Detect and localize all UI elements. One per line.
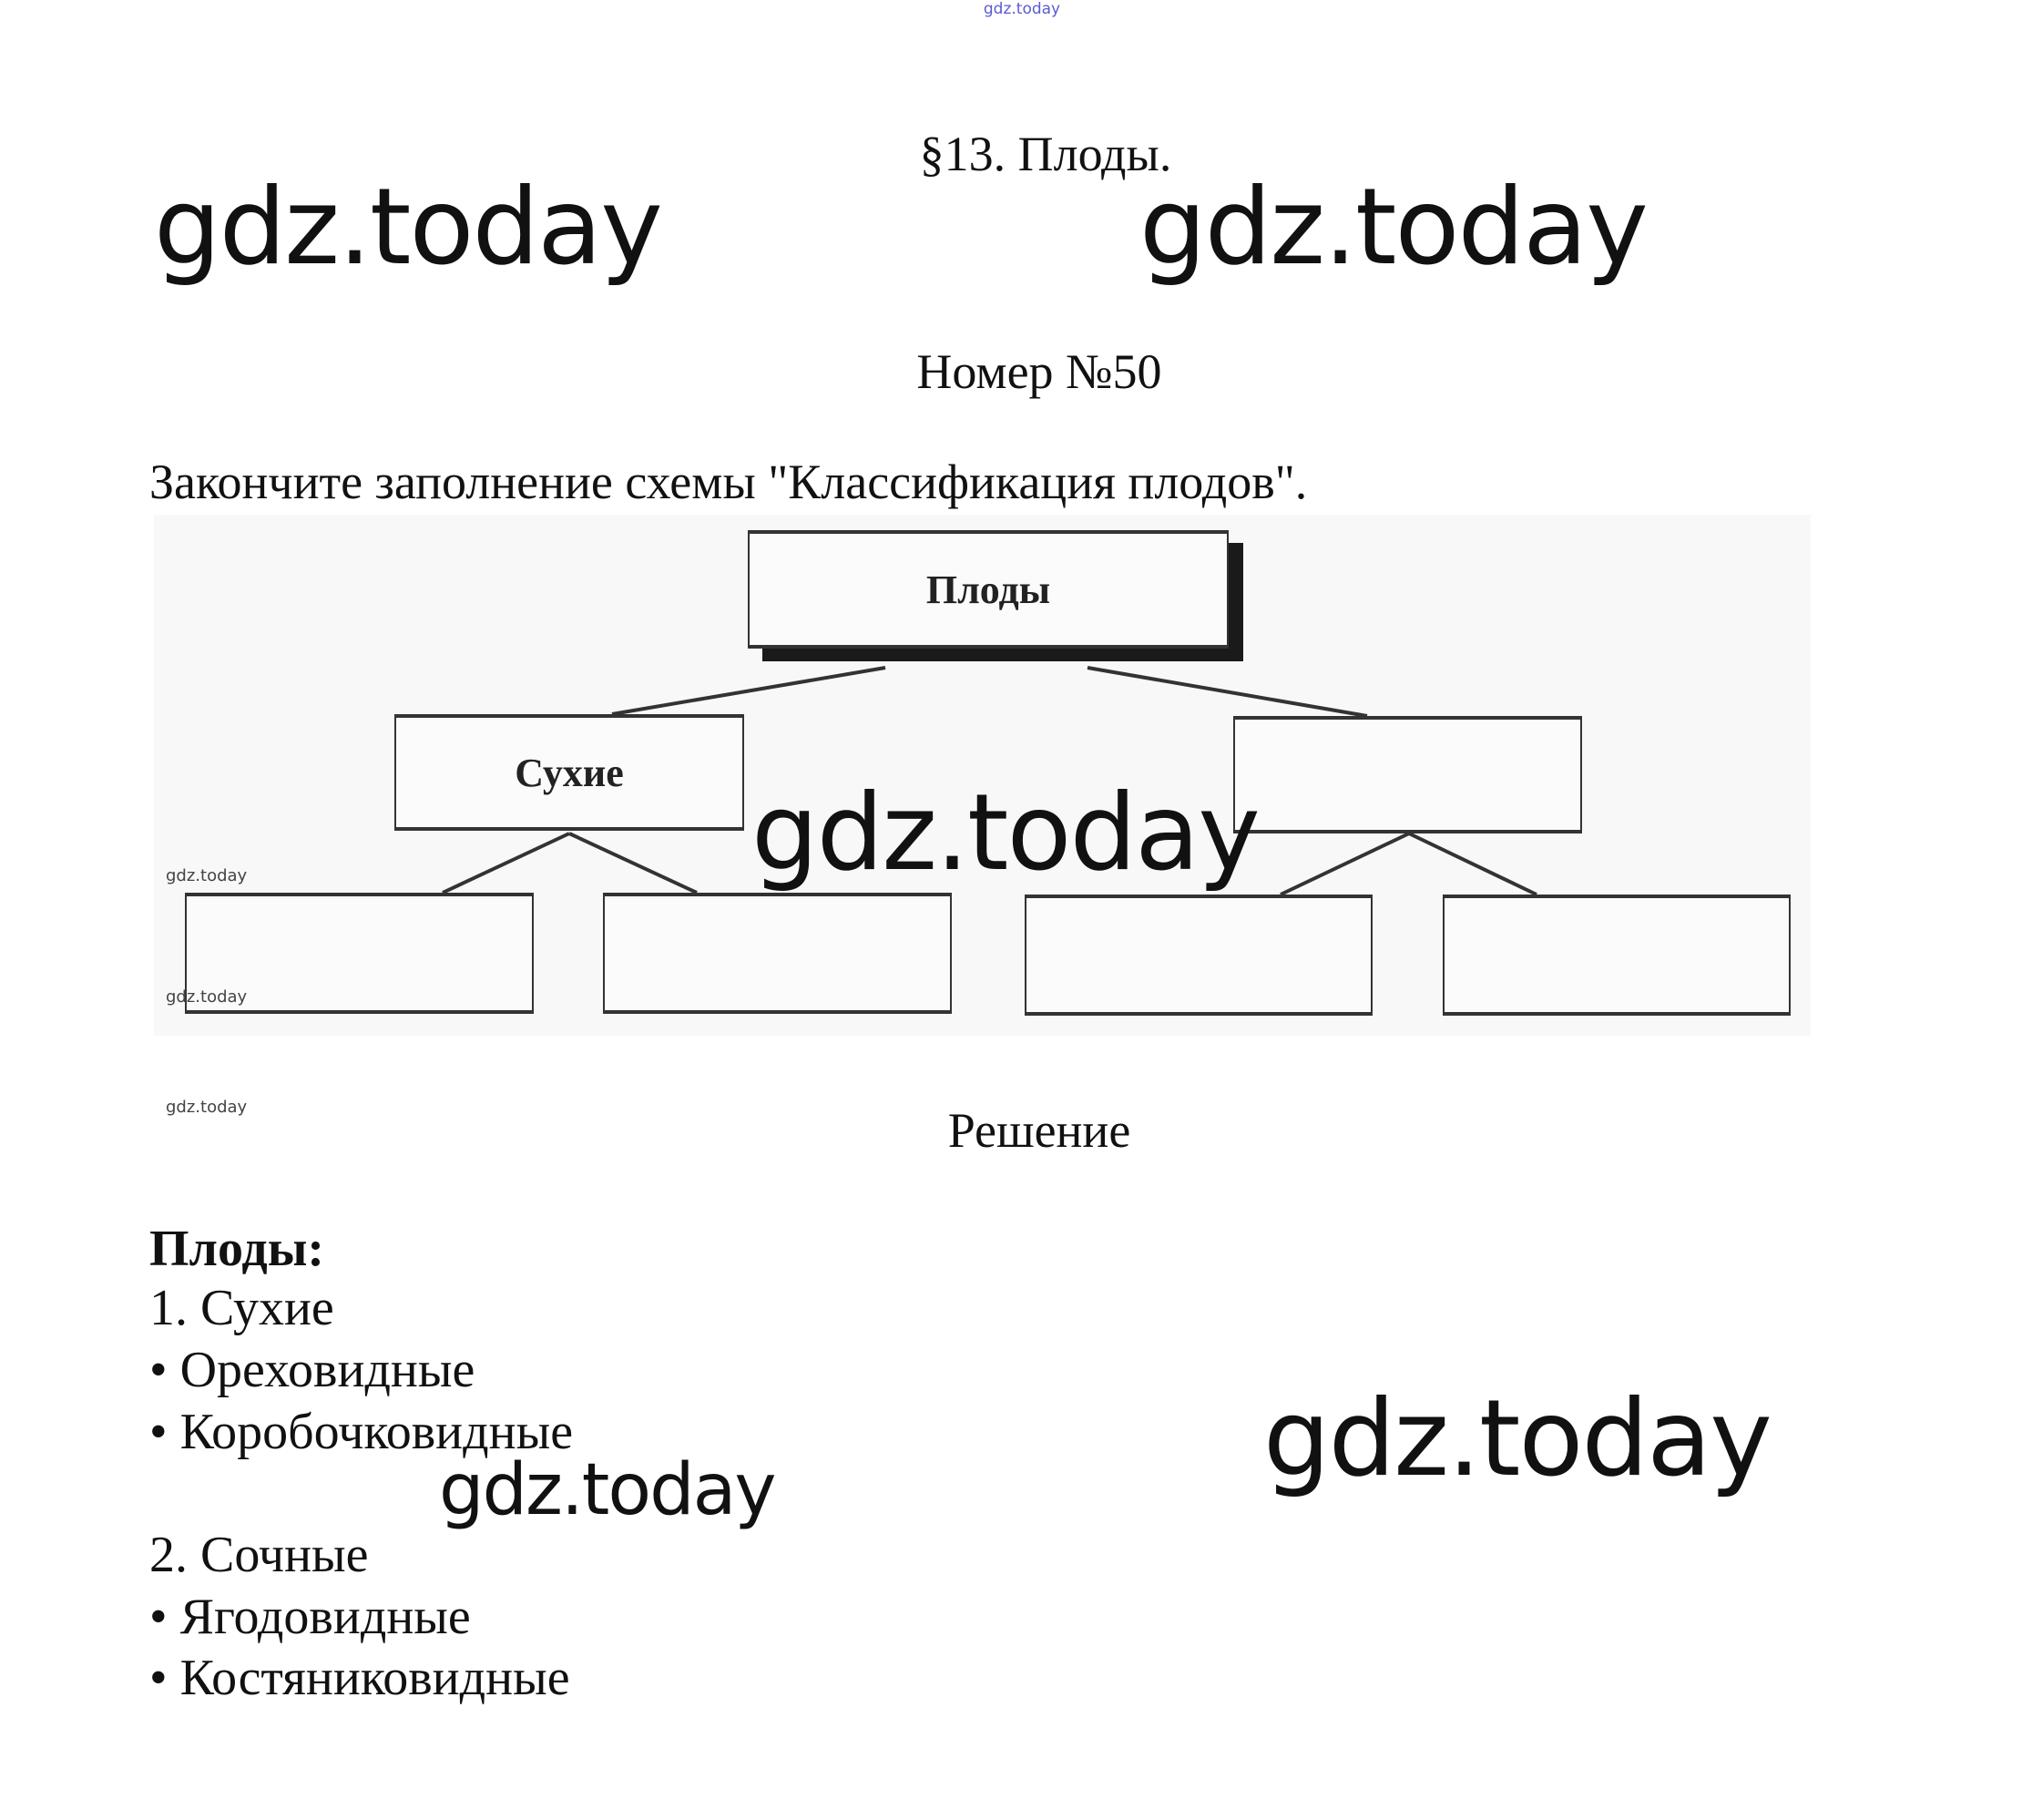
task-number: Номер №50 [916,344,1162,399]
watermark: gdz.today [166,866,248,885]
classification-diagram: Плоды Сухие [154,515,1811,1036]
solution-line: • Ягодовидные [149,1589,471,1645]
connector-line [442,832,570,895]
diagram-box-dry: Сухие [394,714,744,831]
watermark: gdz.today [439,1449,777,1531]
diagram-box-empty [1233,716,1582,833]
diagram-box-empty [603,893,952,1014]
diagram-box-empty [1443,895,1791,1016]
connector-line [611,666,886,716]
watermark: gdz.today [1139,166,1649,289]
solution-line: 1. Сухие [149,1280,334,1336]
solution-line: • Коробочковидные [149,1404,574,1460]
diagram-box-empty [185,893,534,1014]
diagram-box-empty [1025,895,1373,1016]
section-title: §13. Плоды. [919,127,1172,181]
watermark: gdz.today [166,987,248,1007]
connector-line [1280,832,1410,896]
watermark: gdz.today [751,772,1261,895]
watermark: gdz.today [154,166,663,289]
solution-heading: Решение [947,1103,1131,1158]
diagram-box-root: Плоды [748,530,1229,649]
solution-line: 2. Сочные [149,1527,369,1583]
task-instruction: Закончите заполнение схемы "Классификаци… [149,455,1308,509]
solution-title: Плоды: [149,1221,325,1277]
watermark: gdz.today [166,1098,248,1117]
watermark: gdz.today [983,0,1061,18]
connector-line [1087,666,1368,718]
watermark: gdz.today [1263,1377,1772,1500]
solution-line: • Костяниковидные [149,1650,570,1706]
diagram-connectors [442,666,1537,896]
solution-line: • Ореховидные [149,1342,475,1398]
connector-line [568,832,698,895]
connector-line [1408,832,1537,896]
